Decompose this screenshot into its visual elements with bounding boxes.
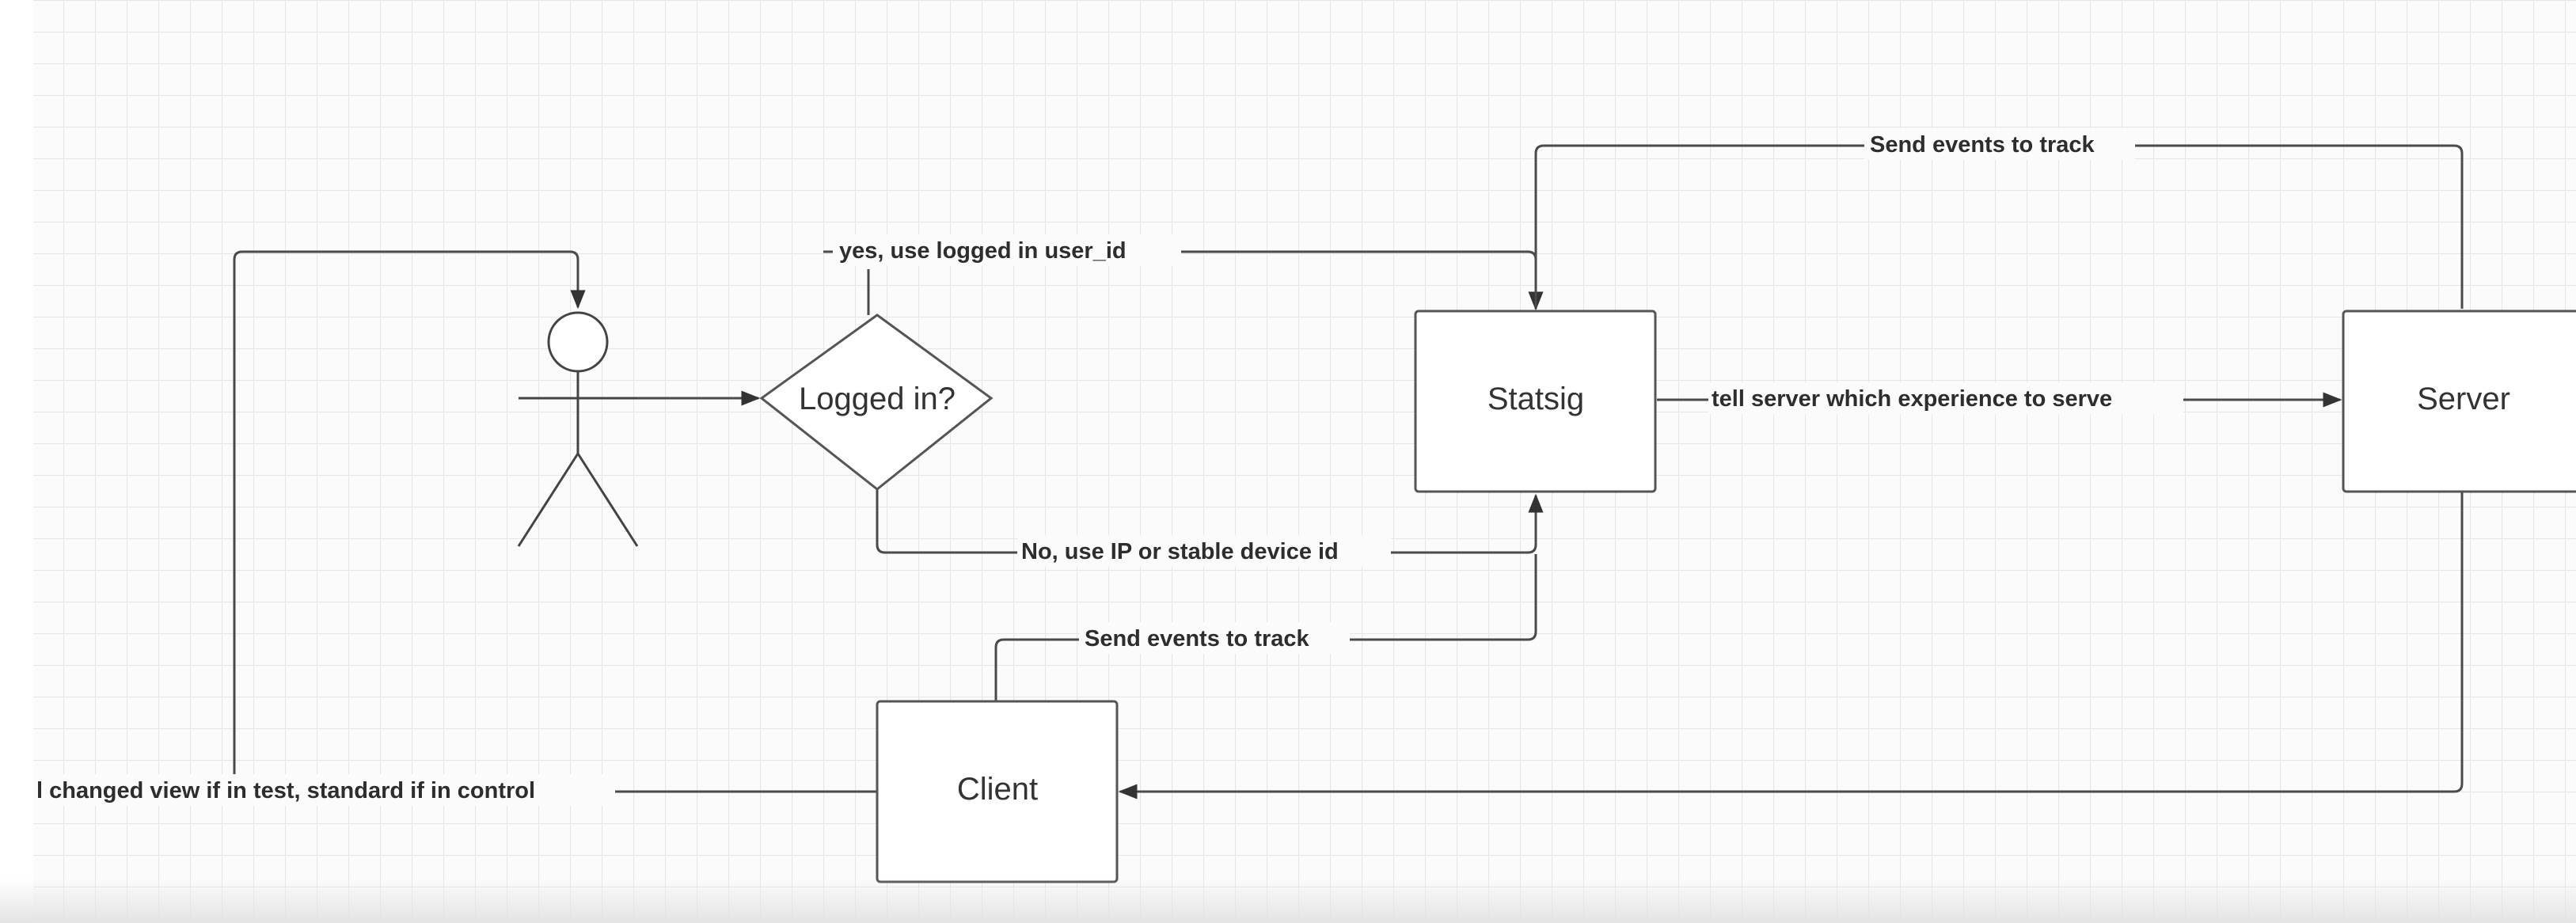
left-margin: [0, 0, 33, 923]
label-logged-in-no: No, use IP or stable device id: [1021, 539, 1339, 564]
label-statsig-to-server: tell server which experience to serve: [1712, 386, 2112, 412]
label-bg: [1079, 622, 1350, 654]
statsig-label: Statsig: [1487, 382, 1584, 416]
decision-label: Logged in?: [799, 382, 956, 416]
edge-server-events: [1534, 144, 2464, 309]
decision-logged-in[interactable]: Logged in?: [759, 313, 994, 491]
edge-server-to-client: [1118, 491, 2464, 800]
label-bg: [833, 234, 1181, 266]
bottom-fade: [0, 879, 2576, 923]
label-client-events: Send events to track: [1085, 626, 1310, 651]
label-bg: [1017, 535, 1391, 567]
client-label: Client: [957, 772, 1038, 807]
client-node[interactable]: Client: [876, 700, 1119, 883]
label-bg: [1864, 128, 2135, 160]
label-bg: [1708, 382, 2183, 414]
label-bg: [33, 774, 615, 806]
user-actor-icon: [517, 311, 639, 547]
statsig-node[interactable]: Statsig: [1414, 310, 1657, 493]
server-label: Server: [2417, 382, 2510, 416]
edge-client-to-user: [233, 250, 586, 792]
label-server-events: Send events to track: [1870, 132, 2095, 158]
label-client-to-user: l changed view if in test, standard if i…: [36, 778, 535, 803]
server-node[interactable]: Server: [2342, 310, 2576, 493]
label-logged-in-yes: yes, use logged in user_id: [839, 238, 1127, 264]
